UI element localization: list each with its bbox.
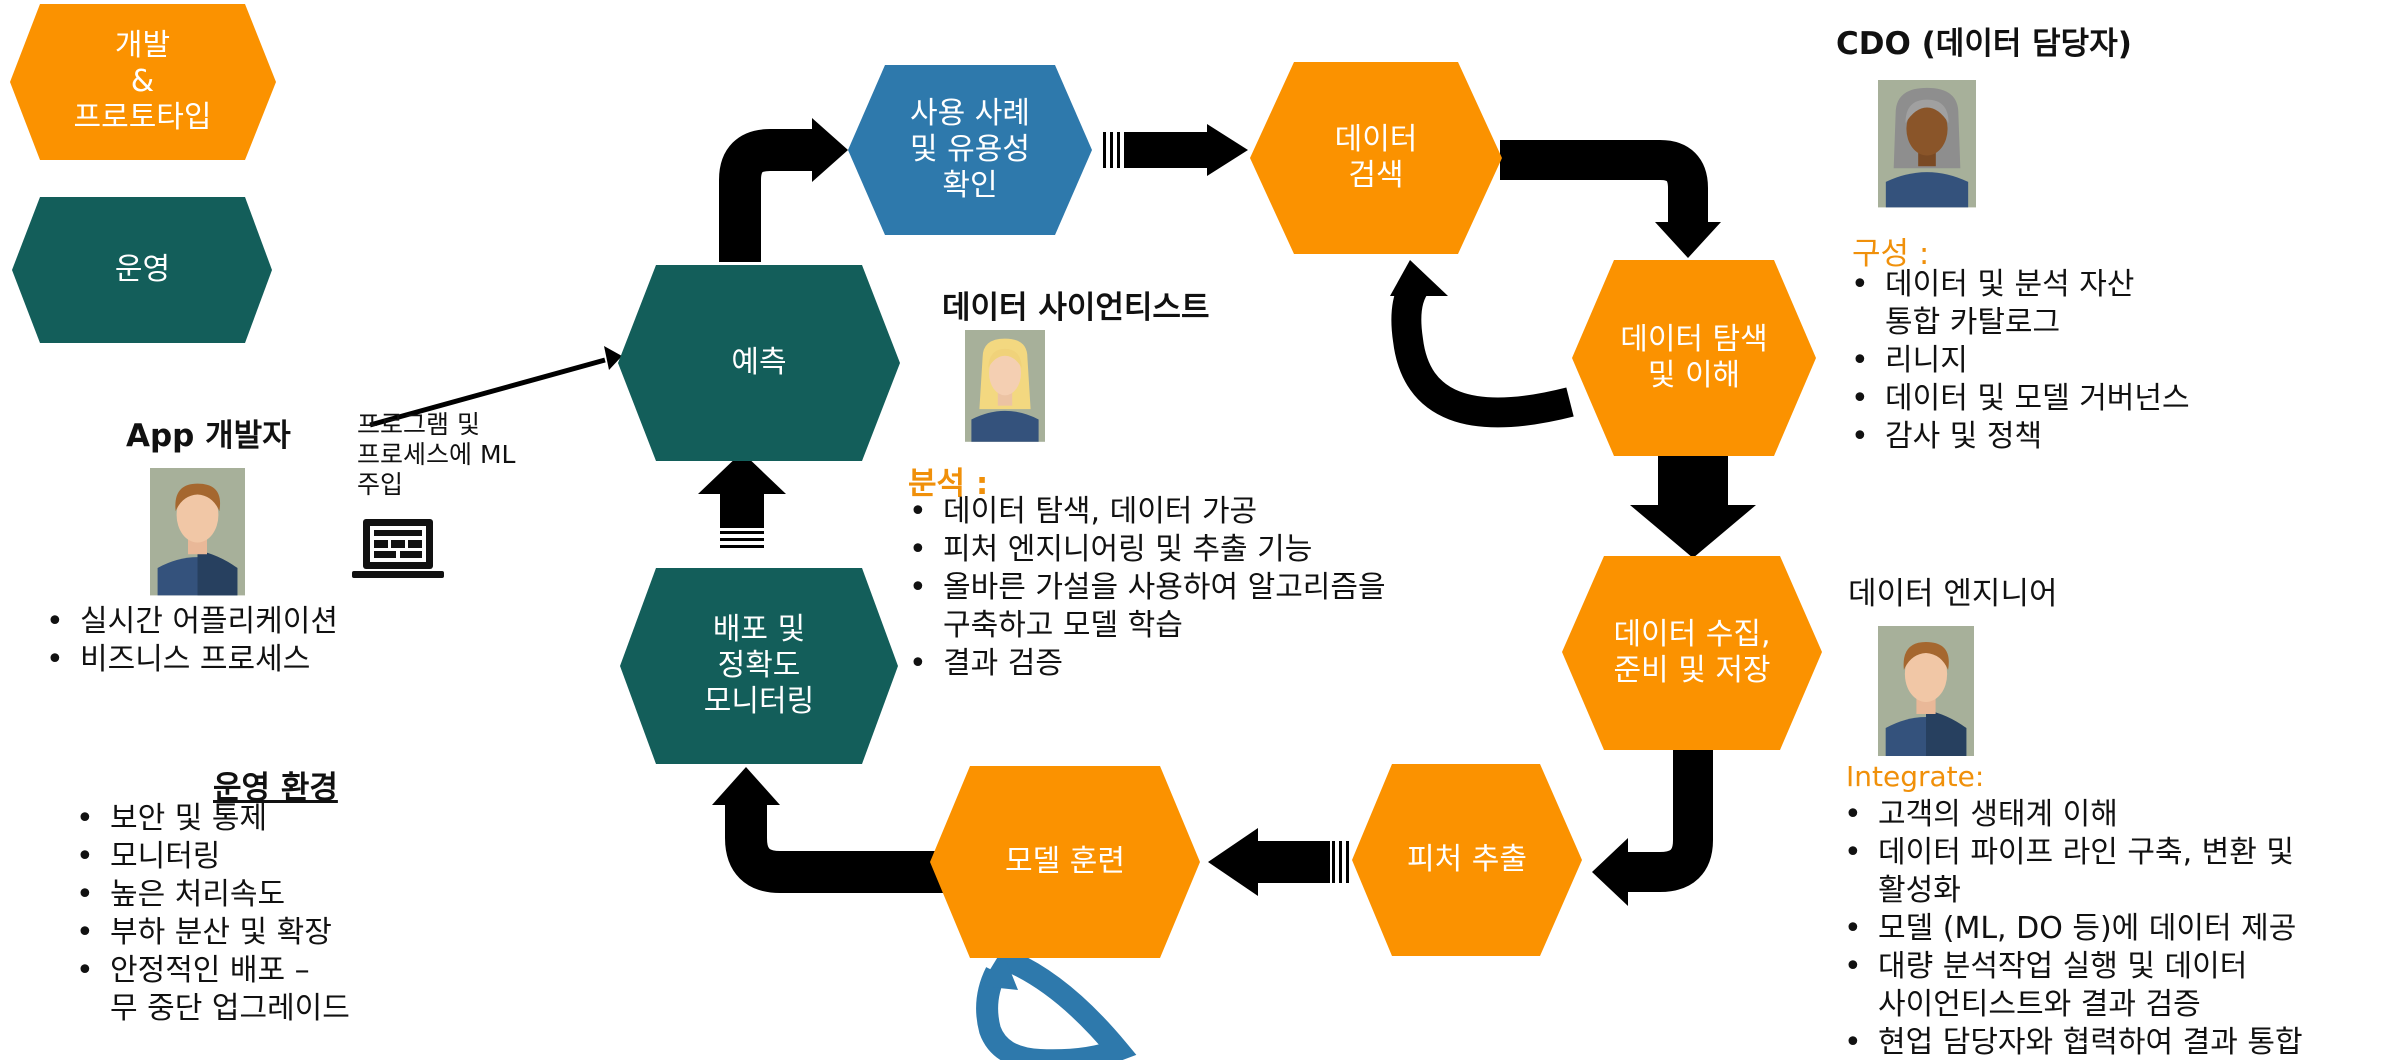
arrow-head [1390, 260, 1448, 296]
cdo-avatar-icon [1878, 80, 1976, 208]
list-item: 올바른 가설을 사용하여 알고리즘을 구축하고 모델 학습 [905, 569, 1386, 645]
arrow-stripe [1110, 132, 1113, 168]
hex-data-collect-label: 데이터 수집, 준비 및 저장 [1613, 617, 1771, 688]
arrow-body [1658, 455, 1728, 510]
arrow-head [1655, 222, 1721, 258]
list-item: 감사 및 정책 [1847, 418, 2190, 456]
arrow-stripe [1103, 132, 1106, 168]
list-item: 보안 및 통제 [72, 800, 350, 838]
arrow-collect-to-feature [1622, 750, 1713, 892]
hex-data-explore [1572, 260, 1816, 456]
hex-data-search-label: 데이터 검색 [1334, 122, 1418, 193]
arrow-stripe [720, 531, 764, 534]
arrow-stripe [720, 538, 764, 541]
arrow-head [712, 767, 780, 805]
list-item: 리니지 [1847, 342, 2190, 380]
hex-data-collect [1562, 556, 1822, 750]
legend-ops-hex [12, 197, 272, 343]
hex-model-train-label: 모델 훈련 [1005, 844, 1125, 879]
arrow-head [1592, 838, 1628, 906]
ops-env-bullets: 보안 및 통제 모니터링 높은 처리속도 부하 분산 및 확장 안정적인 배포 … [72, 800, 350, 1028]
hex-use-case-label: 사용 사례 및 유용성 확인 [910, 96, 1030, 203]
list-item: 데이터 탐색, 데이터 가공 [905, 493, 1386, 531]
arrow-stripe [1339, 841, 1342, 883]
list-item: 안정적인 배포 – 무 중단 업그레이드 [72, 952, 350, 1028]
arrow-body [720, 490, 764, 528]
hex-predict-label: 예측 [731, 345, 787, 380]
arrow-head [812, 118, 848, 182]
data-scientist-title: 데이터 사이언티스트 [942, 290, 1210, 326]
data-engineer-bullets: 고객의 생태계 이해 데이터 파이프 라인 구축, 변환 및 활성화 모델 (M… [1840, 796, 2303, 1062]
app-dev-caption: 프로그램 및 프로세스에 ML 주입 [357, 410, 516, 499]
list-item: 높은 처리속도 [72, 876, 350, 914]
list-item: 부하 분산 및 확장 [72, 914, 350, 952]
arrow-head [1630, 505, 1756, 558]
list-item: 데이터 파이프 라인 구축, 변환 및 활성화 [1840, 834, 2303, 910]
hex-data-search [1250, 62, 1502, 254]
list-item: 데이터 및 모델 거버넌스 [1847, 380, 2190, 418]
app-dev-bullets: 실시간 어플리케이션 비즈니스 프로세스 [42, 603, 338, 679]
list-item: 피처 엔지니어링 및 추출 기능 [905, 531, 1386, 569]
list-item: 대량 분석작업 실행 및 데이터 사이언티스트와 결과 검증 [1840, 948, 2303, 1024]
laptop-icon [352, 519, 444, 578]
hex-data-explore-label: 데이터 탐색 및 이해 [1620, 322, 1768, 393]
hex-feature [1352, 764, 1582, 956]
arrow-stripe [1117, 132, 1120, 168]
data-engineer-title: 데이터 엔지니어 [1848, 576, 2058, 612]
cdo-bullets: 데이터 및 분석 자산 통합 카탈로그 리니지 데이터 및 모델 거버넌스 감사… [1847, 266, 2190, 456]
list-item: 결과 검증 [905, 645, 1386, 683]
arrow-body [1124, 132, 1212, 168]
list-item: 데이터 및 분석 자산 통합 카탈로그 [1847, 266, 2190, 342]
arrow-search-to-explore [1500, 140, 1708, 230]
data-scientist-avatar-icon [965, 330, 1045, 442]
arrow-app-to-predict [369, 357, 606, 428]
data-engineer-avatar-icon [1878, 626, 1974, 756]
arrow-explore-loop [1391, 272, 1574, 428]
arrow-stripe [720, 545, 764, 548]
arrow-train-loop [976, 947, 1137, 1060]
list-item: 비즈니스 프로세스 [42, 641, 338, 679]
data-scientist-bullets: 데이터 탐색, 데이터 가공 피처 엔지니어링 및 추출 기능 올바른 가설을 … [905, 493, 1386, 683]
app-dev-title: App 개발자 [126, 418, 291, 454]
arrow-head [1208, 828, 1258, 896]
arrow-train-to-deploy [725, 800, 945, 893]
list-item: 모델 (ML, DO 등)에 데이터 제공 [1840, 910, 2303, 948]
legend-dev-label: 개발 & 프로토타입 [73, 28, 212, 135]
cdo-title: CDO (데이터 담당자) [1836, 26, 2132, 62]
hex-use-case [848, 65, 1092, 235]
hex-deploy [620, 568, 898, 764]
hex-predict [618, 265, 900, 461]
list-item: 현업 담당자와 협력하여 결과 통합 [1840, 1024, 2303, 1062]
data-engineer-section: Integrate: [1846, 760, 1985, 793]
hex-feature-label: 피처 추출 [1407, 842, 1527, 877]
arrow-head [604, 346, 622, 370]
arrow-head [1207, 124, 1248, 176]
arrow-body [1252, 841, 1330, 883]
arrow-head [698, 452, 786, 494]
hex-deploy-label: 배포 및 정확도 모니터링 [703, 612, 815, 719]
list-item: 고객의 생태계 이해 [1840, 796, 2303, 834]
arrow-stripe [1346, 841, 1349, 883]
list-item: 모니터링 [72, 838, 350, 876]
arrow-predict-to-usecase [719, 129, 820, 262]
arrow-stripe [1332, 841, 1335, 883]
hex-model-train [930, 766, 1200, 958]
arrow-head [980, 950, 1018, 990]
legend-ops-label: 운영 [114, 252, 171, 287]
cycle-arrows [369, 118, 1756, 1060]
legend-dev-hex [10, 4, 276, 160]
app-dev-avatar-icon [150, 468, 245, 596]
list-item: 실시간 어플리케이션 [42, 603, 338, 641]
